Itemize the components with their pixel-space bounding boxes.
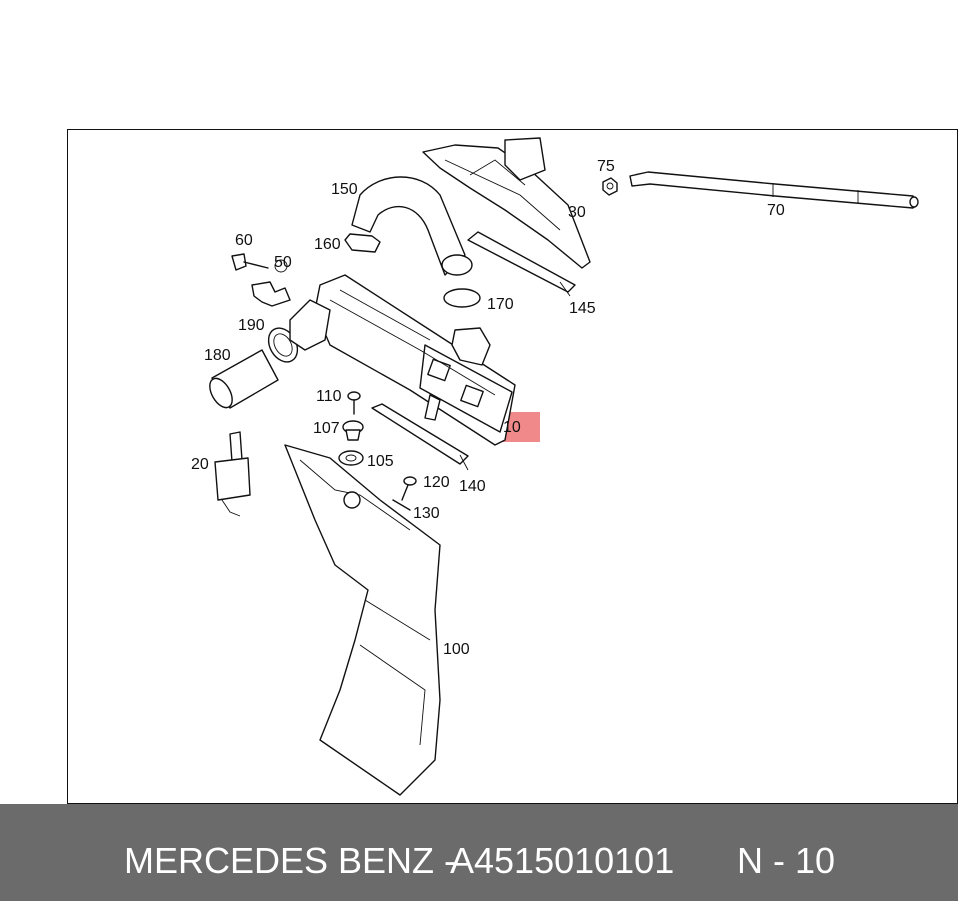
- callout-110: 110: [316, 388, 342, 405]
- callout-180: 180: [204, 347, 231, 364]
- part-105-grommet: [338, 450, 364, 466]
- callout-105: 105: [367, 453, 394, 470]
- footer-part-number: A4515010101: [450, 840, 675, 881]
- callout-60: 60: [235, 232, 253, 249]
- part-145-strip: [467, 231, 576, 297]
- callout-10: 10: [503, 419, 521, 436]
- callout-100: 100: [443, 641, 470, 658]
- part-100-duct: [284, 444, 441, 796]
- part-110-screw: [347, 391, 361, 415]
- callout-145: 145: [569, 300, 596, 317]
- part-60-bolt: [231, 253, 269, 271]
- footer-reference: N - 10: [737, 840, 836, 881]
- callout-170: 170: [487, 296, 514, 313]
- part-50-sensor: [251, 259, 291, 307]
- callout-190: 190: [238, 317, 265, 334]
- part-140-strip: [371, 403, 469, 471]
- callout-130: 130: [413, 505, 440, 522]
- footer-bar: MERCEDES BENZ - A4515010101 N - 10: [0, 804, 958, 901]
- part-elbow: [289, 299, 331, 351]
- part-30-cover: [422, 137, 591, 269]
- part-160-clamp: [344, 233, 381, 253]
- callout-70: 70: [767, 202, 785, 219]
- callout-140: 140: [459, 478, 486, 495]
- callout-50: 50: [274, 254, 292, 271]
- part-107-grommet: [342, 420, 364, 441]
- part-20-sensor: [214, 431, 251, 517]
- part-75-nut: [602, 177, 618, 196]
- part-150-hose: [351, 176, 473, 276]
- part-180-hose: [209, 349, 279, 409]
- footer-brand: MERCEDES BENZ -: [124, 840, 457, 881]
- part-170-clamp: [443, 288, 481, 308]
- callout-150: 150: [331, 181, 358, 198]
- part-70-rod: [629, 171, 919, 209]
- part-120-screw: [401, 476, 417, 501]
- callout-160: 160: [314, 236, 341, 253]
- part-10-housing: [314, 274, 516, 446]
- callout-107: 107: [313, 420, 340, 437]
- callout-75: 75: [597, 158, 615, 175]
- part-130-washer: [392, 499, 411, 511]
- callout-30: 30: [568, 204, 586, 221]
- callout-20: 20: [191, 456, 209, 473]
- callout-120: 120: [423, 474, 450, 491]
